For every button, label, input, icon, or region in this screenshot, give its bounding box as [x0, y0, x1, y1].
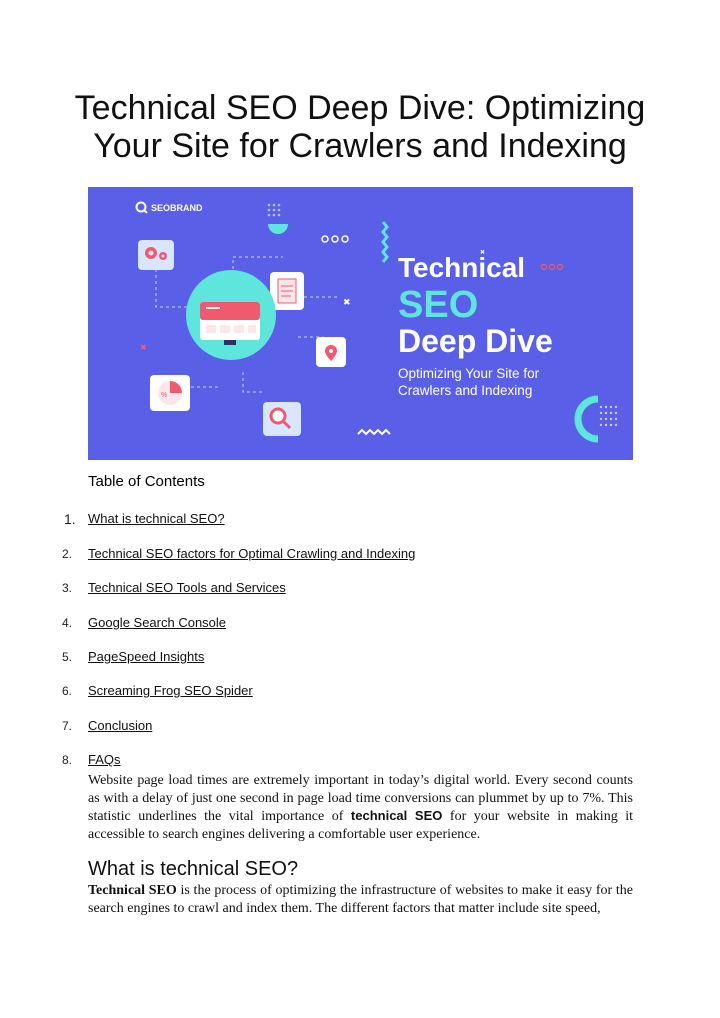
toc-item: 2. Technical SEO factors for Optimal Cra…: [0, 545, 720, 563]
section1-paragraph: Technical SEO is the process of optimizi…: [88, 882, 633, 917]
toc-link-faqs[interactable]: FAQs: [88, 752, 121, 767]
banner-heading-seo: SEO: [398, 284, 478, 326]
toc-item: 3. Technical SEO Tools and Services: [0, 579, 720, 597]
toc-item-number: 2.: [62, 547, 73, 561]
ellipsis-decoration: [321, 235, 349, 243]
x-mark-decoration-small: ✖: [480, 249, 485, 256]
half-circle-decoration: [268, 224, 288, 234]
teal-ring-decoration: [574, 395, 618, 443]
toc-link-conclusion[interactable]: Conclusion: [88, 718, 153, 733]
hero-banner-image: SEOBRAND: [88, 187, 633, 460]
title-line-1: Technical SEO Deep Dive: Optimizing: [74, 89, 646, 127]
toc-link-tools-and-services[interactable]: Technical SEO Tools and Services: [88, 580, 286, 595]
toc-item: 8. FAQs: [0, 751, 720, 769]
toc-item: 4. Google Search Console: [0, 614, 720, 632]
document-title: Technical SEO Deep Dive: Optimizing Your…: [60, 89, 660, 165]
document-icon: [270, 272, 304, 310]
toc-heading: Table of Contents: [88, 473, 205, 490]
gears-icon: [138, 240, 174, 270]
location-pin-icon: [316, 337, 346, 367]
toc-item-number: 8.: [62, 753, 73, 767]
section1-text: is the process of optimizing the infrast…: [88, 883, 633, 916]
section1-keyword: Technical SEO: [88, 883, 177, 898]
monitor-illustration: [186, 270, 276, 360]
wave-decoration: [357, 428, 391, 436]
banner-heading-deep-dive: Deep Dive: [398, 323, 553, 359]
x-mark-decoration-red: ✖: [140, 343, 147, 352]
section-heading-what-is-technical-seo: What is technical SEO?: [88, 858, 299, 880]
intro-text-before: Website page load times are extremely im…: [88, 773, 633, 824]
toc-item: 5. PageSpeed Insights: [0, 648, 720, 666]
banner-subtitle-line-2: Crawlers and Indexing: [398, 383, 532, 398]
zigzag-decoration: [381, 221, 389, 263]
pie-chart-icon: %: [150, 375, 190, 411]
toc-item-number: 1.: [64, 511, 76, 527]
toc-item-number: 7.: [62, 719, 73, 733]
banner-heading-technical: Technical: [398, 252, 525, 283]
toc-item: 7. Conclusion: [0, 717, 720, 735]
toc-link-what-is-technical-seo[interactable]: What is technical SEO?: [88, 511, 225, 526]
toc-link-pagespeed-insights[interactable]: PageSpeed Insights: [88, 649, 205, 664]
toc-item: 6. Screaming Frog SEO Spider: [0, 682, 720, 700]
svg-text:%: %: [161, 392, 167, 399]
toc-item-number: 5.: [62, 650, 73, 664]
toc-link-google-search-console[interactable]: Google Search Console: [88, 615, 227, 630]
toc-link-screaming-frog[interactable]: Screaming Frog SEO Spider: [88, 683, 253, 698]
intro-text-after: for your website in making it accessible…: [88, 809, 634, 842]
x-mark-decoration: ✖: [343, 297, 351, 307]
banner-subtitle-line-1: Optimizing Your Site for: [398, 366, 540, 381]
decorative-dots: [267, 203, 281, 217]
toc-item-number: 3.: [62, 581, 73, 595]
banner-brand: SEOBRAND: [151, 203, 203, 213]
search-magnifier-icon: [263, 402, 301, 436]
intro-keyword: technical SEO: [350, 808, 443, 823]
toc-item-number: 6.: [62, 684, 73, 698]
title-line-2: Your Site for Crawlers and Indexing: [93, 127, 627, 165]
toc-link-technical-seo-factors[interactable]: Technical SEO factors for Optimal Crawli…: [88, 546, 416, 561]
toc-item: 1. What is technical SEO?: [0, 510, 720, 528]
red-ellipsis-decoration: [540, 263, 564, 271]
intro-paragraph: Website page load times are extremely im…: [88, 772, 633, 843]
toc-item-number: 4.: [62, 616, 73, 630]
magnifier-logo-icon: [135, 201, 148, 214]
